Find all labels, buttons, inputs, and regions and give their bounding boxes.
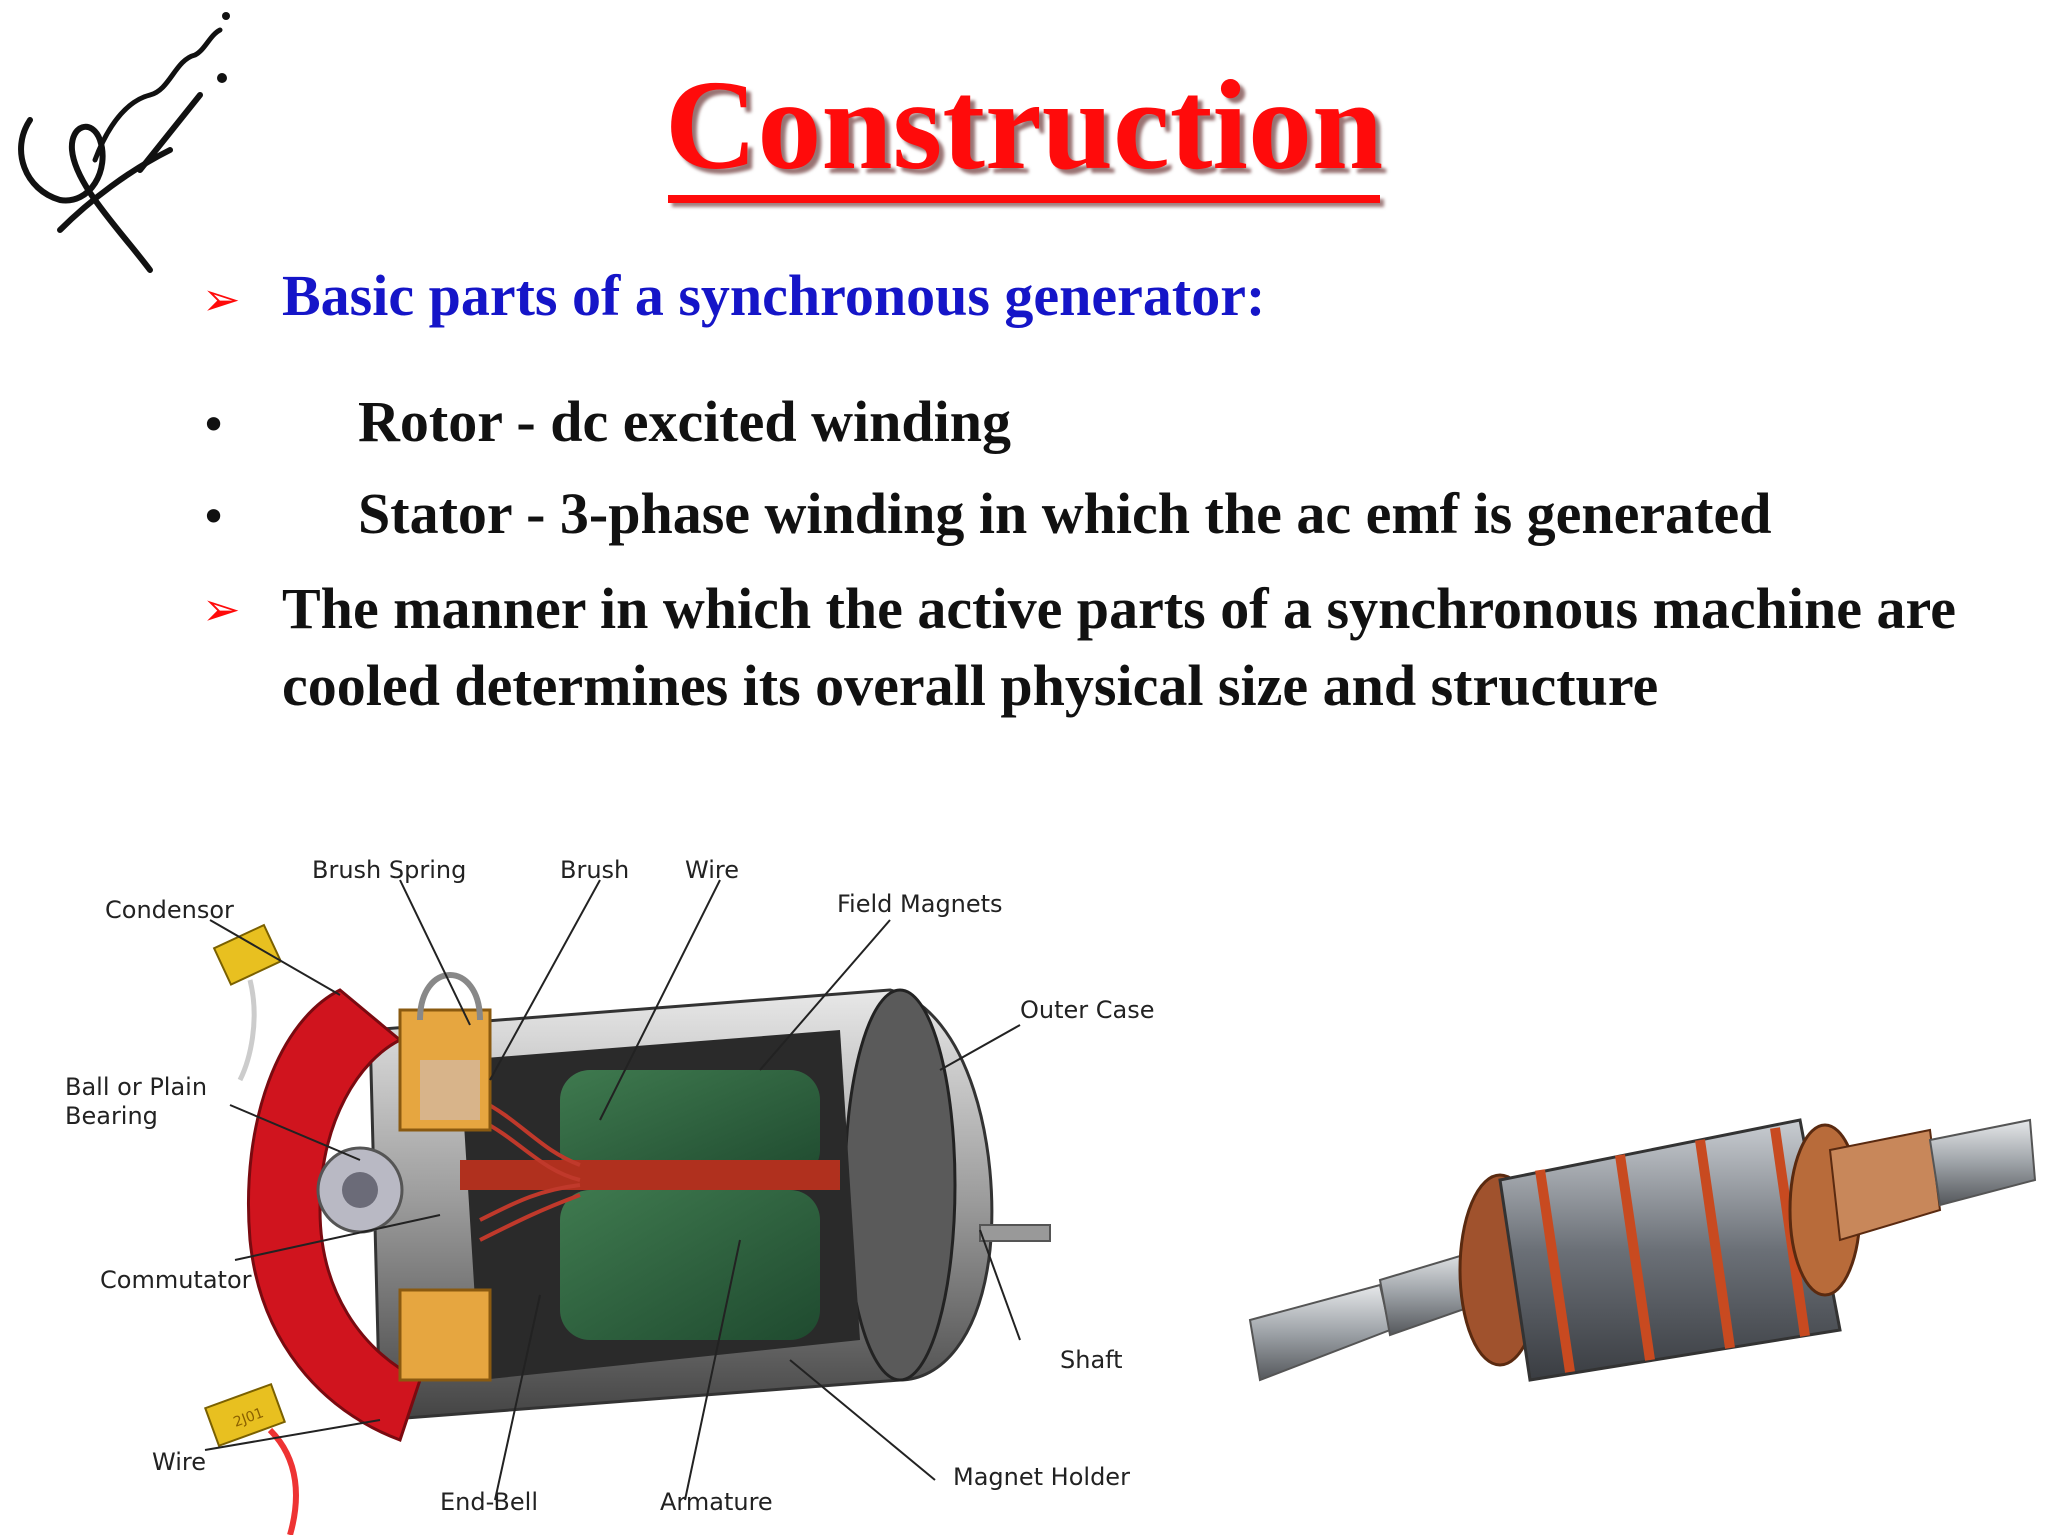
round-bullet-icon: •: [200, 490, 228, 544]
label-end-bell: End-Bell: [440, 1488, 538, 1516]
arrowhead-bullet-icon: ➢: [202, 582, 241, 636]
bullet-stator: Stator - 3-phase winding in which the ac…: [358, 481, 1772, 546]
cooling-paragraph: The manner in which the active parts of …: [282, 576, 1956, 718]
label-shaft: Shaft: [1060, 1346, 1123, 1374]
label-commutator: Commutator: [100, 1266, 252, 1294]
label-wire-top: Wire: [685, 856, 739, 884]
round-bullet-icon: •: [200, 398, 228, 452]
label-condensor: Condensor: [105, 896, 234, 924]
label-field-magnets: Field Magnets: [837, 890, 1003, 918]
label-wire-bottom: Wire: [152, 1448, 206, 1476]
label-outer-case: Outer Case: [1020, 996, 1155, 1024]
slide-title: Construction: [664, 54, 1384, 196]
arrowhead-bullet-icon: ➢: [202, 272, 241, 326]
label-bearing-line2: Bearing: [65, 1102, 158, 1130]
label-magnet-holder: Magnet Holder: [953, 1463, 1130, 1491]
bullet-rotor: Rotor - dc excited winding: [358, 389, 1012, 454]
armature-photo: [1248, 1118, 2037, 1382]
motor-cutaway-diagram: 2J01 Condensor Brush Spring Brush Wire F…: [65, 856, 1155, 1535]
section-heading: Basic parts of a synchronous generator:: [282, 263, 1266, 328]
title-underline: [668, 195, 1380, 203]
handwritten-signature: [18, 12, 230, 273]
label-brush: Brush: [560, 856, 629, 884]
label-brush-spring: Brush Spring: [312, 856, 466, 884]
label-armature: Armature: [660, 1488, 773, 1516]
label-bearing-line1: Ball or Plain: [65, 1073, 207, 1101]
